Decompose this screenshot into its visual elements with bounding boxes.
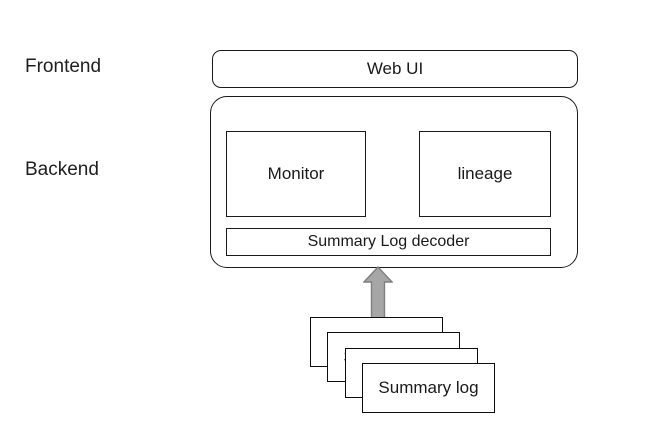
module-lineage[interactable]: lineage [419,131,551,217]
summary-log-decoder-box[interactable]: Summary Log decoder [226,228,551,256]
module-lineage-label: lineage [457,164,513,183]
summary-log-card-front[interactable]: Summary log [362,363,495,413]
tier-label-frontend: Frontend [25,56,102,77]
module-monitor-label: Monitor [267,164,325,183]
web-ui-box[interactable]: Web UI [212,50,578,88]
module-monitor[interactable]: Monitor [226,131,366,217]
tier-label-backend: Backend [25,159,99,180]
summary-log-decoder-label: Summary Log decoder [307,233,470,250]
summary-log-card-front-label: Summary log [378,378,479,397]
web-ui-label: Web UI [366,59,424,78]
up-arrow-icon [363,266,393,322]
